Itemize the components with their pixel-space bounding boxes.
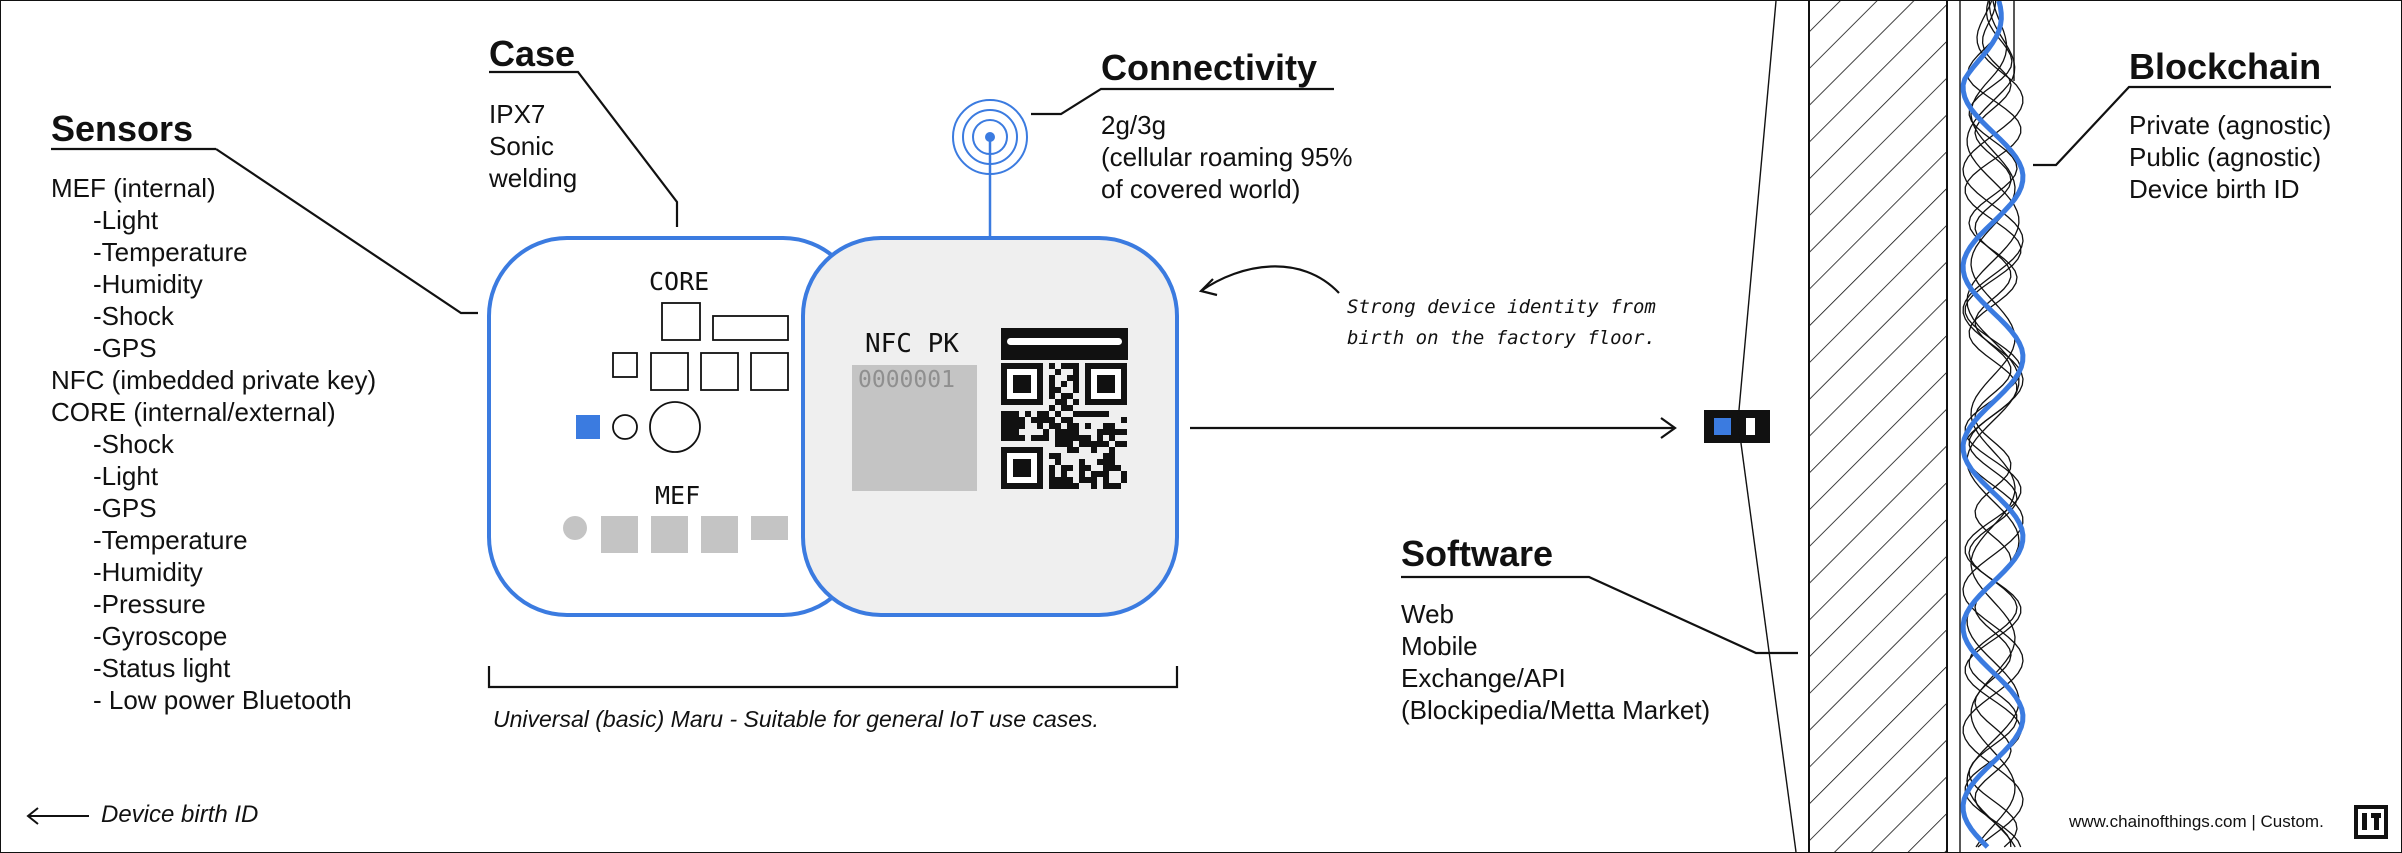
sensors-list: MEF (internal)-Light-Temperature-Humidit…	[51, 172, 376, 716]
status-light-indicator	[576, 415, 600, 439]
identity-note-line: Strong device identity from	[1347, 296, 1656, 318]
sensor-item: NFC (imbedded private key)	[51, 365, 377, 395]
blockchain-detail-line: Device birth ID	[2129, 174, 2300, 204]
identity-note: Strong device identity from birth on the…	[1347, 292, 1656, 354]
case-details: IPX7 Sonic welding	[489, 98, 577, 194]
blockchain-detail-line: Public (agnostic)	[2129, 142, 2322, 172]
identity-note-line: birth on the factory floor.	[1347, 327, 1656, 349]
connectivity-details: 2g/3g (cellular roaming 95% of covered w…	[1101, 109, 1352, 205]
chain-strand	[1964, 1, 2022, 848]
sensor-item: -Shock	[93, 301, 174, 331]
chain-strand	[1974, 1, 2012, 848]
sensor-item: -Pressure	[93, 589, 206, 619]
mef-label: MEF	[655, 481, 701, 510]
wall-left-edge	[1737, 1, 1777, 422]
birth-id-arrow-head	[26, 807, 39, 825]
mef-components	[563, 516, 788, 553]
antenna-signal-icon	[952, 99, 1028, 237]
connectivity-detail-line: 2g/3g	[1101, 110, 1167, 140]
sensor-item: -Shock	[93, 429, 174, 459]
case-detail-line: IPX7	[489, 99, 546, 129]
connectivity-detail-line: of covered world)	[1101, 174, 1301, 204]
blockchain-details: Private (agnostic) Public (agnostic) Dev…	[2129, 109, 2331, 205]
nfc-pk-value: 0000001	[858, 367, 955, 393]
software-detail-line: (Blockipedia/Metta Market)	[1401, 695, 1711, 725]
chain-strand	[1968, 1, 2018, 848]
core-label: CORE	[649, 267, 710, 296]
sensor-item: -Light	[93, 461, 159, 491]
identity-arrow	[1200, 265, 1340, 294]
case-detail-line: welding	[489, 163, 578, 193]
chain-strand-highlight	[1960, 1, 2026, 849]
connectivity-heading: Connectivity	[1101, 47, 1318, 88]
sensor-item: CORE (internal/external)	[51, 397, 336, 427]
sensor-item: -Humidity	[93, 557, 203, 587]
sensor-item: -Status light	[93, 653, 231, 683]
sensor-item: -Humidity	[93, 269, 203, 299]
wall-left-edge-lower	[1737, 420, 1797, 852]
case-detail-line: Sonic	[489, 131, 555, 161]
core-components	[612, 302, 789, 453]
sensor-item: -Temperature	[93, 525, 248, 555]
sensor-item: MEF (internal)	[51, 173, 216, 203]
connectivity-detail-line: (cellular roaming 95%	[1101, 142, 1353, 172]
case-leader	[489, 70, 679, 227]
identity-arrow-head	[1198, 278, 1218, 297]
device-bracket	[487, 666, 1179, 689]
nfc-pk-label: NFC PK	[865, 329, 959, 359]
iot-logo-icon	[2354, 805, 2388, 839]
sensors-leader	[215, 148, 478, 315]
blockchain-braid	[1960, 1, 2026, 849]
sensor-item: -GPS	[93, 493, 157, 523]
software-detail-line: Mobile	[1401, 631, 1478, 661]
software-details: Web Mobile Exchange/API (Blockipedia/Met…	[1401, 598, 1710, 726]
sensor-item: -Light	[93, 205, 159, 235]
sensor-item: -Temperature	[93, 237, 248, 267]
wall-hatch	[1809, 1, 1947, 852]
blockchain-leader	[2033, 85, 2331, 167]
main-arrow-head	[1660, 417, 1677, 439]
qr-code	[1001, 363, 1127, 489]
software-detail-line: Exchange/API	[1401, 663, 1566, 693]
sensor-item: - Low power Bluetooth	[93, 685, 352, 715]
birth-id-label: Device birth ID	[101, 801, 259, 828]
device-caption: Universal (basic) Maru - Suitable for ge…	[493, 706, 1099, 732]
token-chip-icon	[1704, 410, 1770, 443]
nfc-pk-field	[852, 365, 977, 491]
blockchain-detail-line: Private (agnostic)	[2129, 110, 2332, 140]
software-leader	[1401, 575, 1798, 655]
blockchain-heading: Blockchain	[2129, 46, 2322, 87]
software-heading: Software	[1401, 533, 1554, 574]
case-heading: Case	[489, 33, 576, 74]
maru-logo	[1001, 328, 1128, 360]
sensor-item: -GPS	[93, 333, 157, 363]
sensor-item: -Gyroscope	[93, 621, 228, 651]
connectivity-leader	[1031, 87, 1334, 116]
footer-credit: www.chainofthings.com | Custom.	[2069, 812, 2324, 831]
software-detail-line: Web	[1401, 599, 1454, 629]
sensors-heading: Sensors	[51, 108, 194, 149]
